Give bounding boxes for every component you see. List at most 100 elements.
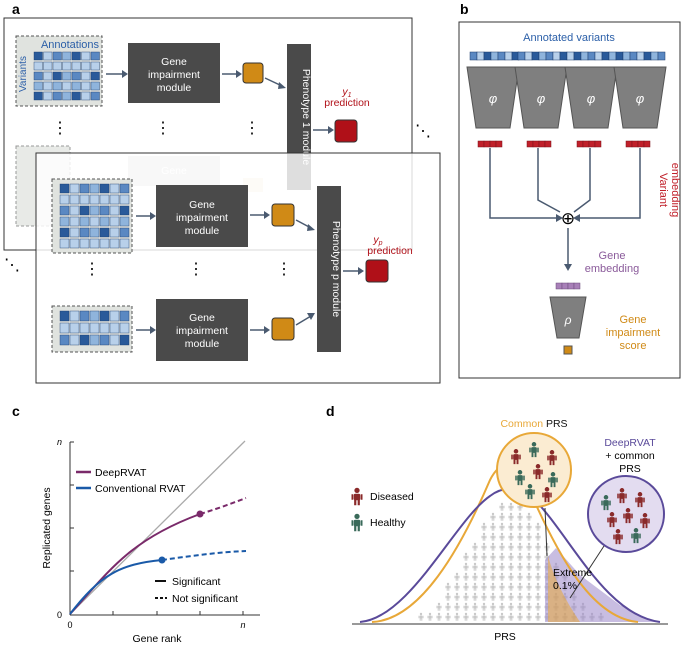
gim-f1-line1: Gene [189, 199, 215, 211]
matrix-top-cell [81, 61, 91, 71]
gene-impairment-module-front-1 [156, 185, 248, 247]
panel-b: b Annotated variants φ φ φ φ Variant emb… [458, 1, 681, 379]
variant-strip-cell [545, 51, 554, 61]
healthy-person-icon [631, 528, 641, 544]
diseased-person-icon [542, 487, 552, 503]
c-ytick-n: n [57, 437, 62, 447]
variant-embedding-cell [631, 140, 639, 148]
matrix-front1-cell [69, 227, 80, 238]
crowd-person-icon [508, 582, 514, 591]
d-deeprvat-tail [545, 548, 655, 622]
matrix-top-cell [43, 91, 53, 101]
d-deeprvat-prs-circle [587, 475, 665, 553]
gim-top-line2: impairment [148, 69, 200, 81]
matrix-front1-cell [89, 238, 100, 249]
d-common-prs-circle [496, 432, 572, 508]
gim-f1-line2: impairment [176, 212, 228, 224]
matrix-front1-cell [109, 227, 120, 238]
matrix-top-cell [43, 61, 53, 71]
matrix-front1-cell [69, 205, 80, 216]
variant-embedding-cell [594, 140, 602, 148]
variant-embedding-cell [576, 140, 584, 148]
matrix-top-cell [90, 71, 100, 81]
c-conventional-point [158, 556, 166, 564]
crowd-person-icon [526, 532, 532, 541]
variant-embedding-cell [526, 140, 534, 148]
crowd-person-icon [472, 562, 478, 571]
annotations-title: Annotations [41, 39, 100, 51]
vdots-f3: ⋮ [276, 261, 292, 278]
healthy-legend-icon [351, 513, 363, 532]
diseased-person-icon [511, 449, 521, 465]
crowd-person-icon [463, 572, 469, 581]
diseased-legend-icon [351, 487, 363, 506]
gene-impairment-module-top [128, 43, 220, 103]
crowd-person-icon [517, 572, 523, 581]
crowd-person-icon [526, 602, 532, 611]
crowd-person-icon [454, 612, 460, 621]
phi-network-3: φ [564, 66, 618, 129]
matrix-top-cell [33, 71, 43, 81]
crowd-person-icon [535, 562, 541, 571]
variant-strip-cell [524, 51, 533, 61]
matrix-top-cell [90, 61, 100, 71]
matrix-top-cell [52, 91, 62, 101]
crowd-person-icon [499, 502, 505, 511]
crowd-person-icon [508, 552, 514, 561]
c-xlabel: Gene rank [132, 633, 182, 645]
variant-embedding-cell [544, 140, 552, 148]
matrix-front1-cell [99, 227, 110, 238]
gene-impairment-module-front-2 [156, 299, 248, 361]
crowd-person-icon [490, 532, 496, 541]
crowd-person-icon [535, 592, 541, 601]
variant-strip-cell [517, 51, 526, 61]
healthy-person-icon [548, 472, 558, 488]
matrix-front1-cell [59, 216, 70, 227]
variant-strip-cell [650, 51, 659, 61]
matrix-front1-cell [89, 227, 100, 238]
matrix-front1-cell [119, 183, 130, 194]
crowd-person-icon [499, 542, 505, 551]
crowd-person-icon [472, 612, 478, 621]
crowd-person-icon [427, 612, 433, 621]
variant-embedding-cell [532, 140, 540, 148]
matrix-top-cell [33, 81, 43, 91]
crowd-person-icon [490, 602, 496, 611]
d-extreme-line2: 0.1% [553, 580, 577, 592]
matrix-front2-cell [69, 322, 80, 334]
d-deeprvat-line2: + common [605, 450, 654, 462]
variant-strip-cell [490, 51, 499, 61]
panel-b-label: b [460, 1, 469, 17]
crowd-person-icon [481, 532, 487, 541]
gene-embedding-cell [555, 282, 563, 290]
c-conventional-curve-nonsignificant [161, 550, 247, 561]
matrix-top-cell [71, 81, 81, 91]
matrix-front1-cell [89, 205, 100, 216]
gene-embedding-line1: Gene [599, 250, 626, 262]
matrix-top-cell [33, 61, 43, 71]
annotation-matrix-front-2 [51, 305, 133, 353]
matrix-top-cell [62, 81, 72, 91]
matrix-front1-cell [89, 216, 100, 227]
vdots-a3: ⋮ [244, 120, 260, 137]
c-xtick-0: 0 [67, 620, 72, 630]
crowd-person-icon [490, 542, 496, 551]
crowd-person-icon [472, 602, 478, 611]
diseased-person-icon [617, 488, 627, 504]
matrix-front1-cell [79, 216, 90, 227]
crowd-person-icon [508, 612, 514, 621]
variant-strip-cell [552, 51, 561, 61]
variant-strip-cell [538, 51, 547, 61]
crowd-person-icon [526, 592, 532, 601]
matrix-front2-cell [109, 310, 120, 322]
crowd-person-icon [463, 612, 469, 621]
phi-1: φ [489, 91, 498, 106]
variant-strip-cell [643, 51, 652, 61]
variant-strip-cell [497, 51, 506, 61]
variant-embedding-cell [483, 140, 491, 148]
variant-embedding-line1: Variant [657, 173, 669, 207]
matrix-front1-cell [99, 238, 110, 249]
matrix-top-cell [81, 81, 91, 91]
matrix-front2-cell [79, 322, 90, 334]
